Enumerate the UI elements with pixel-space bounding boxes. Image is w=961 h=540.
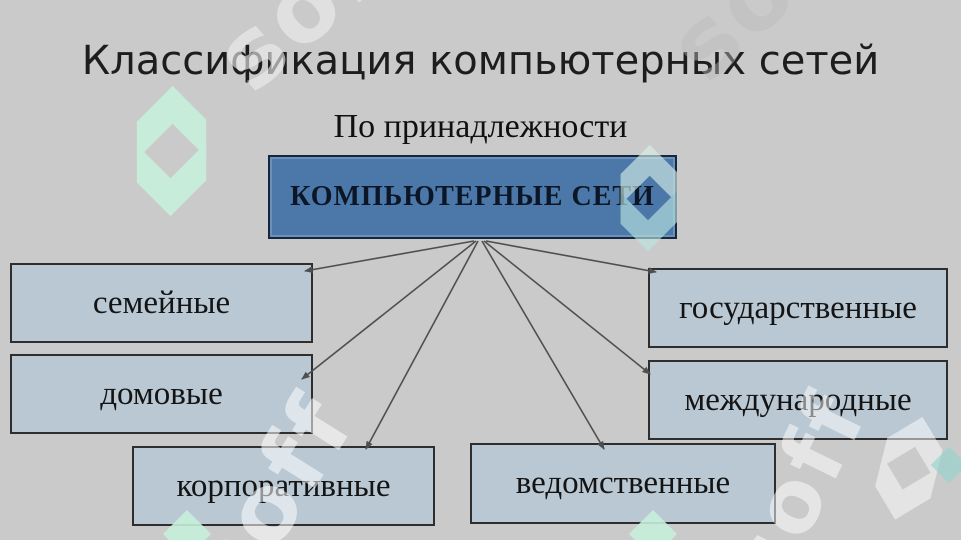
category-label-state: государственные <box>679 289 917 326</box>
category-label-departmental: ведомственные <box>515 465 731 501</box>
category-box-state: государственные <box>648 268 948 348</box>
category-label-international: международные <box>684 381 912 418</box>
category-box-departmental: ведомственные <box>470 443 776 524</box>
arrow-to-home <box>301 240 477 380</box>
arrow-to-international <box>483 240 651 375</box>
root-box-computer-networks: КОМПЬЮТЕРНЫЕ СЕТИ <box>268 155 677 239</box>
category-box-corporate: корпоративные <box>132 446 435 526</box>
category-box-family: семейные <box>10 263 313 343</box>
arrow-to-family <box>304 240 475 274</box>
category-label-family: семейные <box>92 284 231 321</box>
teal-diamond-watermark-icon <box>930 446 961 484</box>
arrow-to-corporate <box>365 240 479 450</box>
category-label-corporate: корпоративные <box>176 467 391 504</box>
category-box-international: международные <box>648 360 948 440</box>
root-box-label: КОМПЬЮТЕРНЫЕ СЕТИ <box>290 181 655 212</box>
soff-logo-watermark-icon <box>136 85 207 217</box>
arrow-to-departmental <box>481 240 605 450</box>
slide-title: Классификация компьютерных сетей <box>81 38 880 84</box>
slide-subtitle: По принадлежности <box>333 108 628 145</box>
category-label-home: домовые <box>100 375 223 412</box>
category-box-home: домовые <box>10 354 313 434</box>
arrow-to-state <box>485 240 657 274</box>
